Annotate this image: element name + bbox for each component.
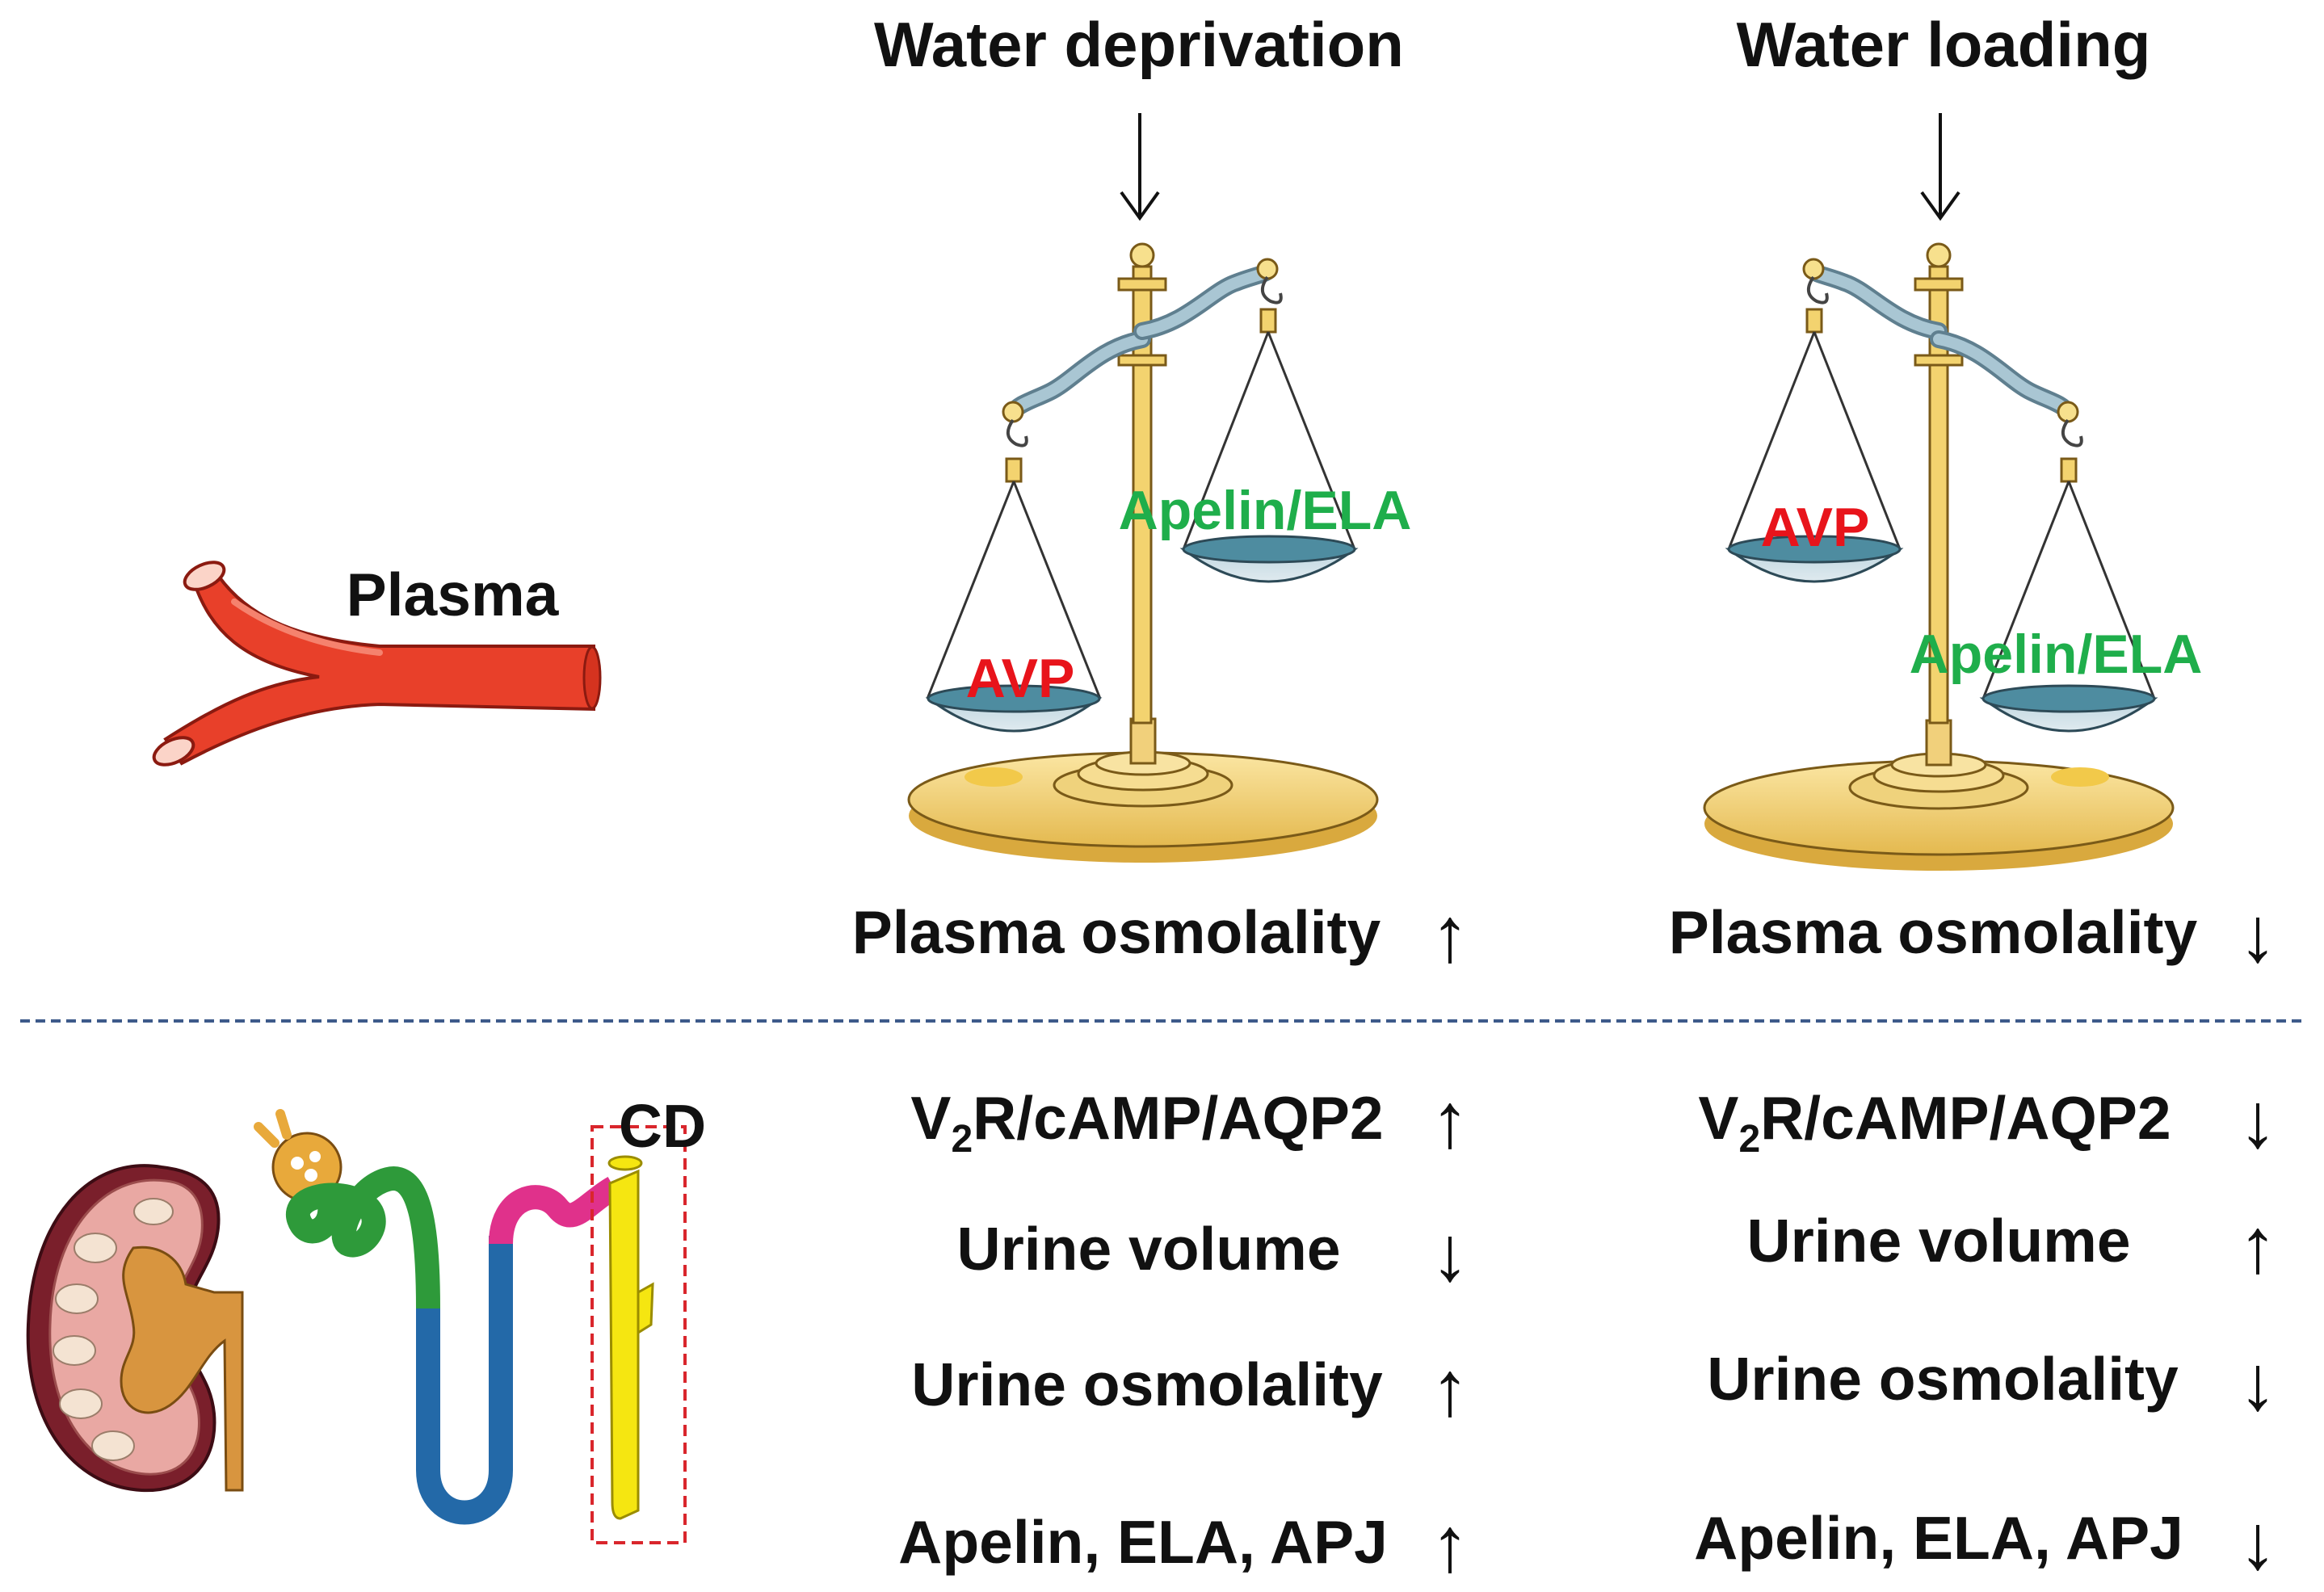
blood-vessel-icon	[152, 561, 602, 767]
urine-osmolality-right-arrow: ↓	[2238, 1340, 2277, 1426]
balance-scale-left	[907, 242, 1379, 863]
v2r-camp-aqp2-left-label: V2R/cAMP/AQP2	[910, 1084, 1383, 1161]
urine-osmolality-left-label: Urine osmolality	[911, 1350, 1383, 1418]
plasma-osmolality-left-label: Plasma osmolality	[852, 898, 1381, 966]
avp-label-left: AVP	[966, 648, 1075, 709]
urine-volume-right-arrow: ↑	[2238, 1203, 2277, 1289]
down-arrow-icon	[1120, 113, 1160, 221]
balance-scale-right	[1703, 242, 2175, 871]
cd-highlight-box	[590, 1125, 687, 1544]
water-loading-title: Water loading	[1737, 9, 2151, 80]
cd-label: CD	[619, 1092, 706, 1160]
apelin-ela-label-left: Apelin/ELA	[1119, 480, 1412, 541]
urine-osmolality-left-arrow: ↑	[1431, 1346, 1469, 1432]
apelin-ela-apj-right-label: Apelin, ELA, APJ	[1694, 1504, 2183, 1572]
urine-volume-left-label: Urine volume	[956, 1215, 1340, 1283]
apelin-ela-label-right: Apelin/ELA	[1910, 624, 2203, 685]
down-arrow-icon	[1920, 113, 1960, 221]
apelin-ela-apj-right-arrow: ↓	[2238, 1499, 2277, 1586]
plasma-osmolality-left-arrow: ↑	[1431, 892, 1469, 978]
urine-osmolality-right-label: Urine osmolality	[1707, 1345, 2179, 1413]
nephron-icon	[254, 1109, 654, 1525]
apelin-ela-apj-left-label: Apelin, ELA, APJ	[898, 1508, 1388, 1576]
v2r-camp-aqp2-left-arrow: ↑	[1431, 1077, 1469, 1164]
avp-label-right: AVP	[1761, 497, 1870, 558]
apelin-ela-apj-left-arrow: ↑	[1431, 1502, 1469, 1588]
urine-volume-left-arrow: ↓	[1431, 1211, 1469, 1297]
v2r-camp-aqp2-right-arrow: ↓	[2238, 1077, 2277, 1164]
plasma-osmolality-right-arrow: ↓	[2238, 892, 2277, 978]
urine-volume-right-label: Urine volume	[1746, 1207, 2130, 1275]
plasma-osmolality-right-label: Plasma osmolality	[1669, 898, 2198, 966]
kidney-icon	[26, 1164, 244, 1493]
water-deprivation-title: Water deprivation	[874, 9, 1404, 80]
v2r-camp-aqp2-right-label: V2R/cAMP/AQP2	[1698, 1084, 2171, 1161]
plasma-label: Plasma	[347, 561, 560, 628]
